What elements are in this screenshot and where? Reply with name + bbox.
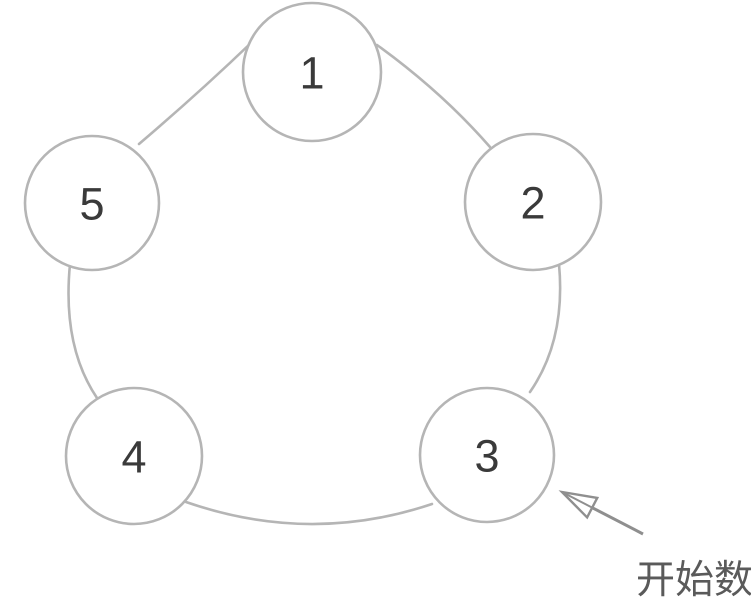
edge-1-to-2 <box>375 43 492 149</box>
node-3-label: 3 <box>474 431 499 482</box>
edge-2-to-3 <box>528 262 562 394</box>
node-2-label: 2 <box>520 178 545 229</box>
arrow-shaft-line <box>591 506 644 536</box>
node-5-label: 5 <box>79 179 104 230</box>
node-5-circle[interactable] <box>23 134 161 272</box>
node-5[interactable]: 5 <box>23 134 161 272</box>
node-4[interactable]: 4 <box>64 386 204 526</box>
node-2[interactable]: 2 <box>463 132 603 272</box>
node-1[interactable]: 1 <box>241 1 383 143</box>
node-4-label: 4 <box>121 432 146 483</box>
node-3-circle[interactable] <box>418 386 556 524</box>
node-2-circle[interactable] <box>463 132 603 272</box>
edge-group <box>67 40 562 526</box>
edge-3-to-4 <box>184 500 434 526</box>
start-count-annotation: 开始数 <box>636 558 751 603</box>
node-4-circle[interactable] <box>64 386 204 526</box>
edge-4-to-5 <box>67 262 99 400</box>
node-1-circle[interactable] <box>241 1 383 143</box>
edge-5-to-1 <box>137 40 254 146</box>
arrow-head-spine <box>561 491 593 509</box>
node-1-label: 1 <box>299 48 324 99</box>
start-pointer-arrow <box>558 490 644 536</box>
node-3[interactable]: 3 <box>418 386 556 524</box>
